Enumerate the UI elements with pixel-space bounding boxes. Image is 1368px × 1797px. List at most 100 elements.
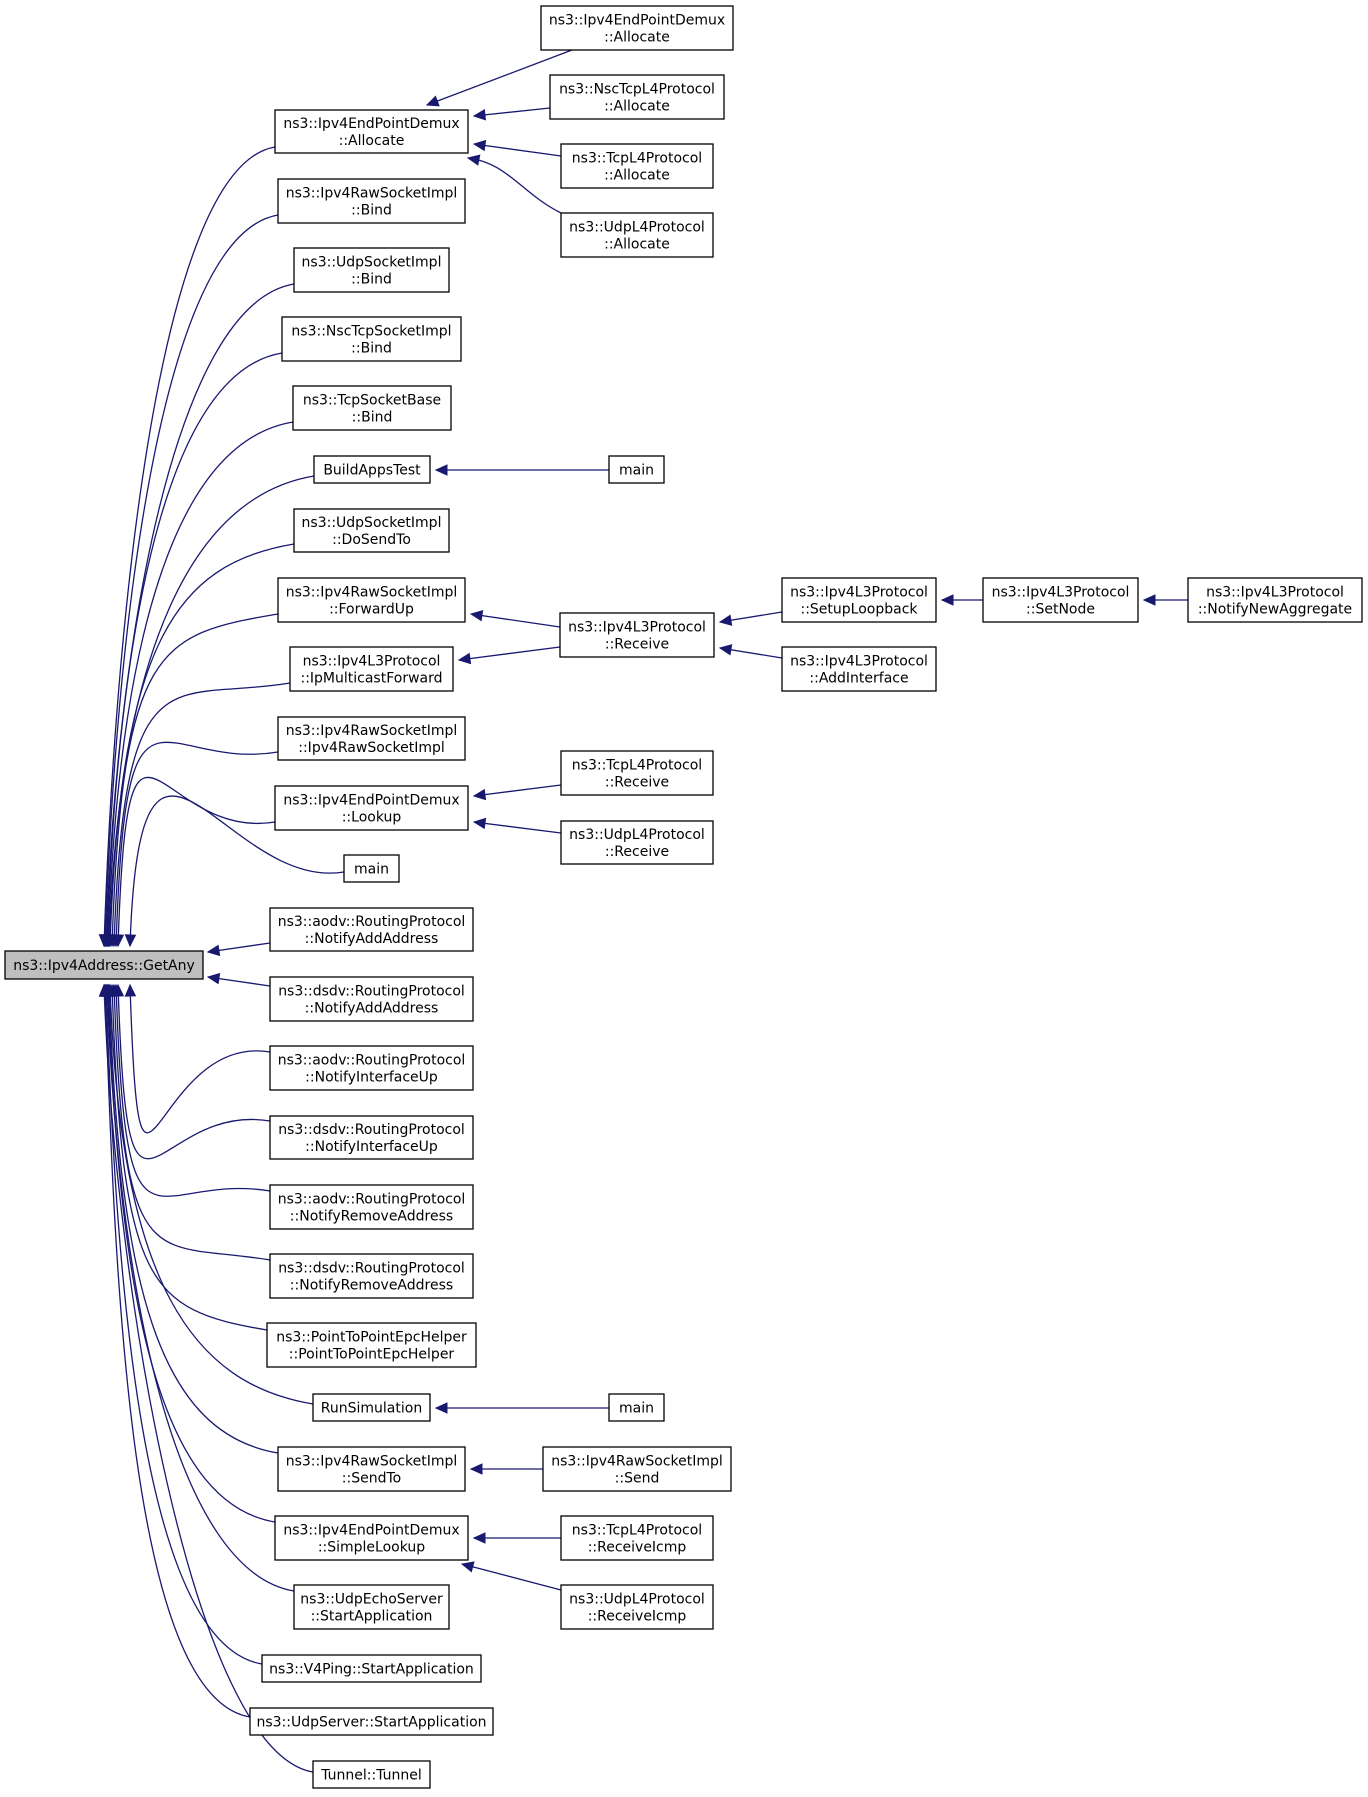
node-box	[781, 577, 937, 623]
node-box	[343, 854, 400, 883]
call-node[interactable]: ns3::UdpEchoServer::StartApplication	[293, 1584, 450, 1630]
node-box	[277, 178, 466, 224]
call-node[interactable]: main	[608, 455, 665, 484]
call-node[interactable]: ns3::Ipv4L3Protocol::IpMulticastForward	[289, 646, 454, 692]
call-node[interactable]: ns3::aodv::RoutingProtocol::NotifyAddAdd…	[269, 907, 474, 952]
call-node[interactable]: ns3::PointToPointEpcHelper::PointToPoint…	[266, 1322, 477, 1368]
node-box	[560, 212, 714, 258]
node-box	[4, 950, 204, 980]
node-box	[549, 74, 725, 120]
call-node[interactable]: ns3::TcpSocketBase::Bind	[292, 385, 452, 431]
node-label: ::StartApplication	[311, 1609, 433, 1625]
call-node[interactable]: ns3::Ipv4RawSocketImpl::ForwardUp	[277, 577, 466, 623]
call-node[interactable]: ns3::UdpL4Protocol::ReceiveIcmp	[560, 1584, 714, 1630]
call-node[interactable]: ns3::Ipv4RawSocketImpl::Ipv4RawSocketImp…	[277, 716, 466, 761]
node-box	[560, 143, 714, 189]
call-node[interactable]: BuildAppsTest	[313, 455, 431, 484]
arrowhead	[434, 464, 448, 476]
node-label: ns3::UdpL4Protocol	[569, 1592, 705, 1608]
call-node[interactable]: ns3::Ipv4RawSocketImpl::Bind	[277, 178, 466, 224]
call-node[interactable]: ns3::Ipv4L3Protocol::Receive	[559, 612, 715, 658]
call-node[interactable]: main	[608, 1393, 665, 1422]
node-label: ::NotifyInterfaceUp	[305, 1070, 438, 1086]
call-node[interactable]: ns3::UdpSocketImpl::DoSendTo	[293, 508, 450, 553]
call-edge	[104, 984, 251, 1718]
node-box	[274, 1515, 469, 1561]
call-edge	[105, 283, 295, 947]
node-label: ns3::Ipv4EndPointDemux	[283, 793, 459, 809]
node-label: ::NotifyRemoveAddress	[290, 1209, 453, 1225]
call-edge	[106, 984, 295, 1592]
edges-layer	[98, 49, 1188, 1773]
call-node[interactable]: ns3::NscTcpSocketImpl::Bind	[281, 316, 462, 362]
call-node[interactable]: ns3::Ipv4RawSocketImpl::SendTo	[277, 1446, 466, 1492]
node-label: ::Send	[615, 1471, 660, 1487]
node-label: ns3::Ipv4RawSocketImpl	[286, 1454, 458, 1470]
call-node[interactable]: ns3::TcpL4Protocol::Receive	[560, 750, 714, 796]
call-node[interactable]: ns3::dsdv::RoutingProtocol::NotifyInterf…	[269, 1115, 474, 1160]
call-node[interactable]: Tunnel::Tunnel	[312, 1760, 431, 1789]
call-node[interactable]: ns3::TcpL4Protocol::ReceiveIcmp	[560, 1515, 714, 1561]
call-node[interactable]: ns3::Ipv4L3Protocol::SetupLoopback	[781, 577, 937, 623]
node-label: ::Ipv4RawSocketImpl	[298, 740, 445, 756]
arrowhead	[469, 1463, 483, 1475]
call-node[interactable]: ns3::UdpL4Protocol::Receive	[560, 820, 714, 865]
call-edge	[111, 613, 279, 947]
call-edge	[103, 146, 276, 947]
node-label: ns3::Ipv4L3Protocol	[790, 585, 928, 601]
call-node[interactable]: ns3::aodv::RoutingProtocol::NotifyRemove…	[269, 1184, 474, 1230]
node-label: ns3::Ipv4L3Protocol	[303, 654, 441, 670]
node-label: ns3::Ipv4RawSocketImpl	[286, 585, 458, 601]
call-node[interactable]: ns3::Ipv4L3Protocol::SetNode	[982, 577, 1139, 623]
call-node[interactable]: ns3::UdpL4Protocol::Allocate	[560, 212, 714, 258]
node-box	[292, 385, 452, 431]
node-label: ns3::aodv::RoutingProtocol	[278, 1053, 466, 1069]
arrowhead	[466, 154, 481, 166]
call-node[interactable]: ns3::NscTcpL4Protocol::Allocate	[549, 74, 725, 120]
node-label: ns3::NscTcpSocketImpl	[291, 324, 451, 340]
call-node[interactable]: ns3::Ipv4RawSocketImpl::Send	[542, 1446, 732, 1492]
call-node[interactable]: ns3::Ipv4EndPointDemux::Lookup	[274, 785, 469, 831]
call-node[interactable]: ns3::Ipv4EndPointDemux::Allocate	[540, 5, 734, 51]
node-box	[560, 1584, 714, 1630]
arrowhead	[472, 109, 487, 121]
node-label: ::IpMulticastForward	[300, 671, 442, 687]
node-label: ns3::UdpSocketImpl	[302, 255, 442, 271]
node-box	[269, 1184, 474, 1230]
node-label: ::Lookup	[342, 810, 402, 826]
call-edge	[111, 984, 268, 1331]
node-label: ns3::TcpL4Protocol	[572, 151, 702, 167]
call-node[interactable]: ns3::V4Ping::StartApplication	[261, 1654, 482, 1683]
call-node[interactable]: ns3::UdpServer::StartApplication	[249, 1707, 494, 1736]
call-node[interactable]: RunSimulation	[312, 1393, 431, 1422]
call-node[interactable]: ns3::Ipv4L3Protocol::AddInterface	[781, 646, 937, 692]
call-node[interactable]: ns3::dsdv::RoutingProtocol::NotifyAddAdd…	[269, 976, 474, 1022]
node-label: ns3::UdpEchoServer	[300, 1592, 443, 1608]
node-box	[289, 646, 454, 692]
call-node[interactable]: ns3::Ipv4L3Protocol::NotifyNewAggregate	[1187, 577, 1363, 623]
node-label: ::NotifyRemoveAddress	[290, 1278, 453, 1294]
call-edge	[115, 984, 271, 1197]
call-node[interactable]: ns3::TcpL4Protocol::Allocate	[560, 143, 714, 189]
call-node[interactable]: ns3::dsdv::RoutingProtocol::NotifyRemove…	[269, 1253, 474, 1299]
call-node[interactable]: ns3::Ipv4EndPointDemux::Allocate	[274, 109, 469, 154]
node-box	[277, 1446, 466, 1492]
node-label: ns3::Ipv4EndPointDemux	[549, 13, 725, 29]
node-label: ns3::UdpL4Protocol	[569, 220, 705, 236]
call-edge	[108, 984, 279, 1454]
arrowhead	[206, 972, 221, 985]
arrowhead	[457, 652, 472, 665]
call-node[interactable]: ns3::Ipv4EndPointDemux::SimpleLookup	[274, 1515, 469, 1561]
call-node[interactable]: main	[343, 854, 400, 883]
node-box	[269, 1115, 474, 1160]
call-edge	[473, 143, 562, 157]
node-label: ns3::dsdv::RoutingProtocol	[278, 1261, 465, 1277]
call-node[interactable]: ns3::UdpSocketImpl::Bind	[293, 247, 450, 293]
call-node[interactable]: ns3::aodv::RoutingProtocol::NotifyInterf…	[269, 1045, 474, 1091]
node-label: ns3::Ipv4L3Protocol	[790, 654, 928, 670]
call-edge	[107, 421, 294, 947]
root-node[interactable]: ns3::Ipv4Address::GetAny	[4, 950, 204, 980]
node-label: BuildAppsTest	[323, 463, 421, 479]
call-edge	[470, 613, 561, 628]
